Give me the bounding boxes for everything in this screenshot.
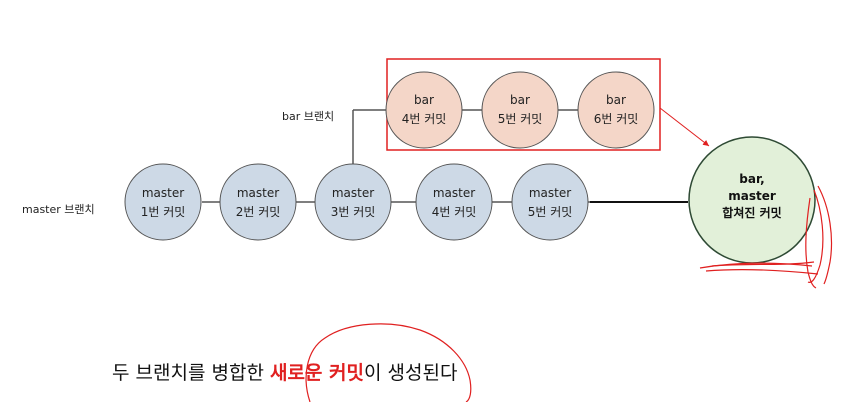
merge-commit[interactable]: bar, master 합쳐진 커밋	[688, 136, 816, 264]
bar-branch-label: bar 브랜치	[282, 110, 334, 123]
master-commit-5-line2: 5번 커밋	[528, 205, 573, 219]
merge-commit-line2: master	[728, 189, 776, 203]
master-commit-2[interactable]: master 2번 커밋	[219, 163, 297, 241]
master-commit-4-line2: 4번 커밋	[432, 205, 477, 219]
master-commit-4[interactable]: master 4번 커밋	[415, 163, 493, 241]
master-commit-5-line1: master	[529, 186, 571, 200]
caption-emphasis: 새로운 커밋	[269, 362, 364, 384]
master-commit-3-line1: master	[332, 186, 374, 200]
master-commit-5[interactable]: master 5번 커밋	[511, 163, 589, 241]
master-commit-2-line1: master	[237, 186, 279, 200]
bar-commit-4[interactable]: bar 4번 커밋	[385, 71, 463, 149]
caption: 두 브랜치를 병합한 새로운 커밋이 생성된다	[112, 364, 457, 383]
bar-commit-5-line1: bar	[510, 93, 530, 107]
bar-commit-5-line2: 5번 커밋	[498, 112, 543, 126]
hand-drawn-circle-annotation	[305, 323, 472, 402]
bar-commit-6[interactable]: bar 6번 커밋	[577, 71, 655, 149]
merge-commit-line3: 합쳐진 커밋	[722, 205, 781, 220]
master-branch-label: master 브랜치	[22, 203, 95, 216]
master-commit-3[interactable]: master 3번 커밋	[314, 163, 392, 241]
bar-commit-4-line2: 4번 커밋	[402, 112, 447, 126]
bar-commit-5[interactable]: bar 5번 커밋	[481, 71, 559, 149]
master-commit-3-line2: 3번 커밋	[331, 205, 376, 219]
master-commit-1-line2: 1번 커밋	[141, 205, 186, 219]
bar-commit-6-line1: bar	[606, 93, 626, 107]
master-commit-4-line1: master	[433, 186, 475, 200]
master-commit-2-line2: 2번 커밋	[236, 205, 281, 219]
master-commit-1[interactable]: master 1번 커밋	[124, 163, 202, 241]
bar-commit-6-line2: 6번 커밋	[594, 112, 639, 126]
bar-commit-4-line1: bar	[414, 93, 434, 107]
caption-before: 두 브랜치를 병합한	[112, 362, 270, 384]
caption-after: 이 생성된다	[363, 362, 458, 384]
master-commit-1-line1: master	[142, 186, 184, 200]
highlight-arrow	[659, 107, 710, 147]
hand-drawn-annotation-scribble	[699, 185, 833, 289]
merge-commit-line1: bar,	[739, 172, 764, 186]
